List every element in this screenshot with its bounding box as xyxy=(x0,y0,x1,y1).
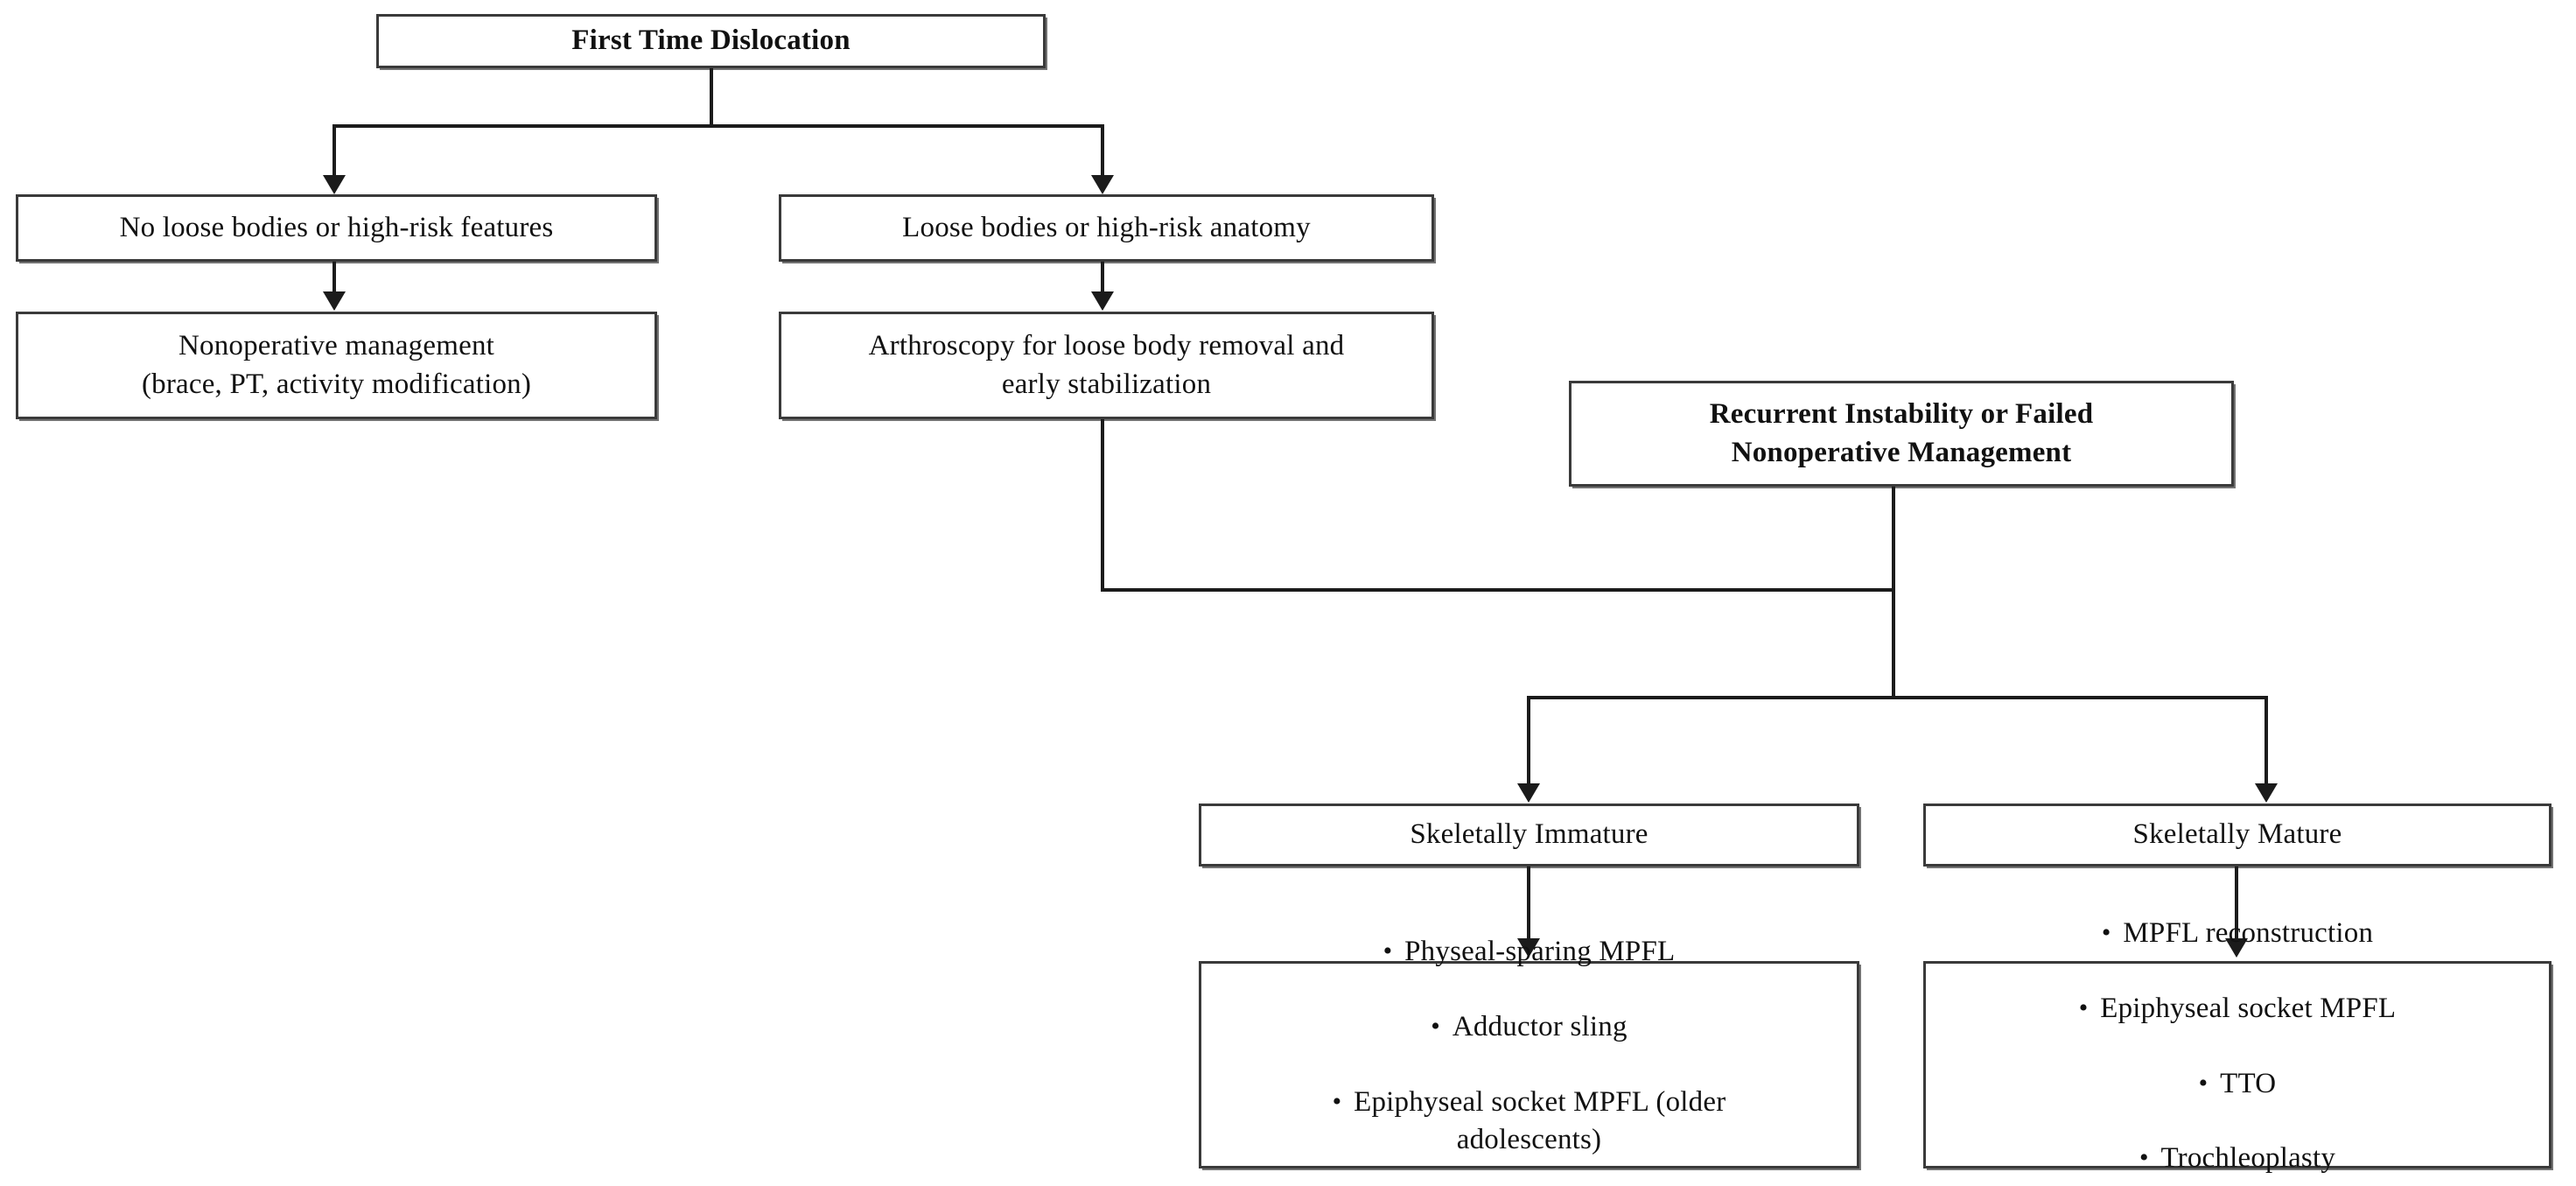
list-item: • Epiphyseal socket MPFL (older adolescen… xyxy=(1201,1046,1857,1159)
list-item-label: Epiphyseal socket MPFL xyxy=(2100,992,2397,1024)
connector-immature-to-options xyxy=(1527,867,1530,941)
node-arthroscopy-label: Arthroscopy for loose body removal and e… xyxy=(868,329,1345,400)
connector-lower-tbar xyxy=(1527,696,2268,699)
connector-arthroscopy-to-recurrent xyxy=(1101,588,1895,592)
node-mature-options: • MPFL reconstruction • Epiphyseal socket … xyxy=(1923,917,2552,1174)
node-loose-bodies-label: Loose bodies or high-risk anatomy xyxy=(902,211,1311,243)
list-item: • Epiphyseal socket MPFL xyxy=(1926,952,2549,1028)
connector-noloose-to-nonop xyxy=(332,262,336,295)
list-item: • Physeal-sparing MPFL xyxy=(1201,896,1857,972)
list-item-label: TTO xyxy=(2220,1067,2277,1099)
node-skeletally-immature-label: Skeletally Immature xyxy=(1410,818,1648,851)
arrow-to-arthroscopy xyxy=(1091,291,1114,311)
connector-lower-right-drop xyxy=(2264,696,2268,786)
node-recurrent-instability-label: Recurrent Instability or Failed Nonopera… xyxy=(1709,397,2094,468)
node-arthroscopy: Arthroscopy for loose body removal and e… xyxy=(779,312,1434,419)
list-item-label: MPFL reconstruction xyxy=(2123,916,2374,949)
connector-root-right-drop xyxy=(1101,124,1104,179)
immature-options-list: • Physeal-sparing MPFL • Adductor sling • E… xyxy=(1201,896,1857,1186)
connector-root-left-drop xyxy=(332,124,336,179)
list-item: • Adductor sling xyxy=(1201,971,1857,1046)
arrow-to-mature-options xyxy=(2225,938,2248,958)
list-item-label: Adductor sling xyxy=(1452,1011,1628,1043)
connector-mature-to-options xyxy=(2235,867,2238,941)
list-item: •Soft tissue procedures xyxy=(1201,1159,1857,1186)
bullet-icon: • xyxy=(2138,1143,2149,1173)
node-no-loose-bodies-label: No loose bodies or high-risk features xyxy=(119,211,554,243)
node-skeletally-immature: Skeletally Immature xyxy=(1199,804,1859,867)
node-recurrent-instability: Recurrent Instability or Failed Nonopera… xyxy=(1569,381,2234,487)
list-item-label: Physeal-sparing MPFL xyxy=(1404,936,1676,968)
mature-options-list: • MPFL reconstruction • Epiphyseal socket … xyxy=(1926,877,2549,1186)
node-first-time-dislocation: First Time Dislocation xyxy=(376,14,1046,68)
connector-recurrent-stem xyxy=(1892,487,1895,698)
node-nonoperative-management-label: Nonoperative management (brace, PT, acti… xyxy=(141,329,532,400)
connector-arthroscopy-drop xyxy=(1101,419,1104,592)
connector-root-stem xyxy=(710,68,713,126)
node-loose-bodies: Loose bodies or high-risk anatomy xyxy=(779,194,1434,262)
connector-loose-to-arthroscopy xyxy=(1101,262,1104,295)
connector-lower-left-drop xyxy=(1527,696,1530,786)
list-item-label: Trochleoplasty xyxy=(2160,1142,2336,1175)
bullet-icon: • xyxy=(1382,937,1393,966)
arrow-to-loose-bodies xyxy=(1091,175,1114,194)
list-item-label: Epiphyseal socket MPFL (older adolescent… xyxy=(1354,1085,1726,1155)
arrow-to-skeletally-immature xyxy=(1517,783,1540,803)
bullet-icon: • xyxy=(1332,1086,1342,1116)
bullet-icon: • xyxy=(2101,917,2111,947)
bullet-icon: • xyxy=(1431,1012,1440,1042)
arrow-to-skeletally-mature xyxy=(2255,783,2278,803)
node-no-loose-bodies: No loose bodies or high-risk features xyxy=(16,194,657,262)
list-item: •Soft tissue procedures xyxy=(1926,1177,2549,1186)
node-skeletally-mature: Skeletally Mature xyxy=(1923,804,2552,867)
node-nonoperative-management: Nonoperative management (brace, PT, acti… xyxy=(16,312,657,419)
list-item: • Trochleoplasty xyxy=(1926,1102,2549,1177)
node-immature-options: • Physeal-sparing MPFL • Adductor sling • E… xyxy=(1199,936,1859,1168)
arrow-to-immature-options xyxy=(1517,938,1540,958)
connector-root-tbar xyxy=(332,124,1104,128)
list-item: • TTO xyxy=(1926,1028,2549,1103)
node-first-time-dislocation-label: First Time Dislocation xyxy=(571,25,850,57)
node-skeletally-mature-label: Skeletally Mature xyxy=(2132,818,2342,851)
arrow-to-nonoperative-management xyxy=(323,291,346,311)
bullet-icon: • xyxy=(2198,1068,2208,1098)
list-item: • MPFL reconstruction xyxy=(1926,877,2549,952)
arrow-to-no-loose-bodies xyxy=(323,175,346,194)
bullet-icon: • xyxy=(2078,993,2089,1022)
